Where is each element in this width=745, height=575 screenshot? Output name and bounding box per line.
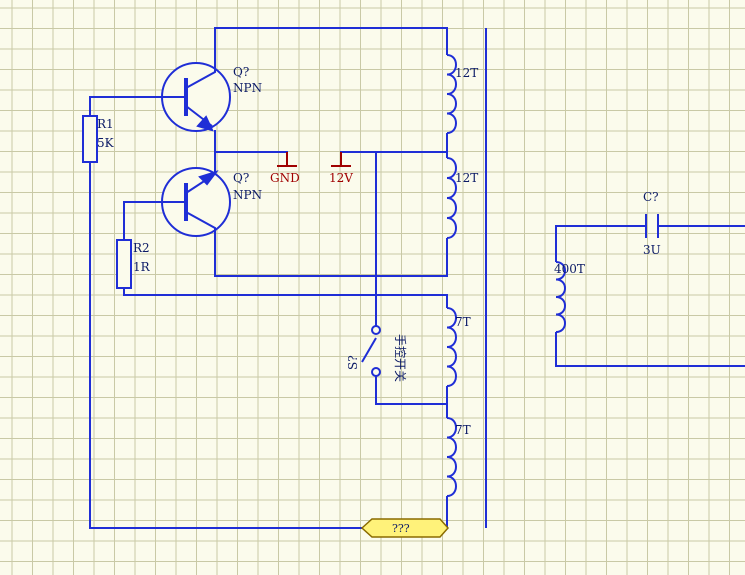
wire-12v bbox=[340, 151, 447, 158]
q-top-type: NPN bbox=[233, 81, 262, 95]
q-bottom-type: NPN bbox=[233, 188, 262, 202]
capacitor-designator: C? bbox=[643, 190, 659, 204]
vcc-label: 12V bbox=[329, 171, 353, 185]
wire-secondary-top bbox=[555, 225, 646, 262]
q-bottom-designator: Q? bbox=[233, 171, 249, 185]
gnd-label: GND bbox=[270, 171, 300, 185]
switch-designator: S? bbox=[346, 355, 360, 370]
q-top-designator: Q? bbox=[233, 65, 249, 79]
r2-designator: R2 bbox=[133, 241, 150, 255]
wire-emitter-node bbox=[214, 130, 288, 158]
coil-2-label: 12T bbox=[455, 171, 478, 185]
wire-secondary-bottom bbox=[555, 332, 745, 367]
r1-designator: R1 bbox=[97, 117, 114, 131]
coil-secondary-label: 400T bbox=[554, 262, 585, 276]
coil-1-winding bbox=[446, 54, 457, 134]
wire-q1-collector bbox=[214, 27, 448, 78]
wire-r1-bottom bbox=[89, 162, 362, 529]
r1-value: 5K bbox=[97, 136, 115, 150]
resistor-r2 bbox=[116, 239, 132, 289]
capacitor-c bbox=[645, 214, 659, 238]
coil-3-label: 7T bbox=[455, 315, 471, 329]
coil-2-winding bbox=[446, 157, 457, 239]
resistor-r1 bbox=[82, 115, 98, 163]
vcc-symbol bbox=[331, 152, 351, 167]
switch-label: 手控开关 bbox=[393, 334, 407, 382]
gnd-symbol bbox=[277, 152, 297, 167]
wire-switch-lower bbox=[375, 376, 447, 405]
port-label: ??? bbox=[392, 522, 410, 535]
r2-value: 1R bbox=[133, 260, 151, 274]
coil-1-label: 12T bbox=[455, 66, 478, 80]
coils bbox=[446, 54, 566, 497]
switch-symbol bbox=[361, 320, 381, 377]
wires bbox=[89, 27, 745, 529]
port-symbol bbox=[360, 518, 450, 538]
coil-4-label: 7T bbox=[455, 423, 471, 437]
coil-4-winding bbox=[446, 417, 457, 497]
capacitor-value: 3U bbox=[643, 243, 661, 257]
wire-q2-collector bbox=[214, 230, 448, 277]
coil-3-winding bbox=[446, 307, 457, 387]
transistor-q-bottom bbox=[161, 167, 231, 237]
wire-r2-feedback bbox=[123, 288, 448, 308]
transistor-q-top bbox=[161, 62, 231, 132]
wire-q1-base bbox=[89, 96, 162, 116]
coil-secondary-winding bbox=[555, 261, 566, 333]
wire-q2-base bbox=[123, 201, 162, 240]
